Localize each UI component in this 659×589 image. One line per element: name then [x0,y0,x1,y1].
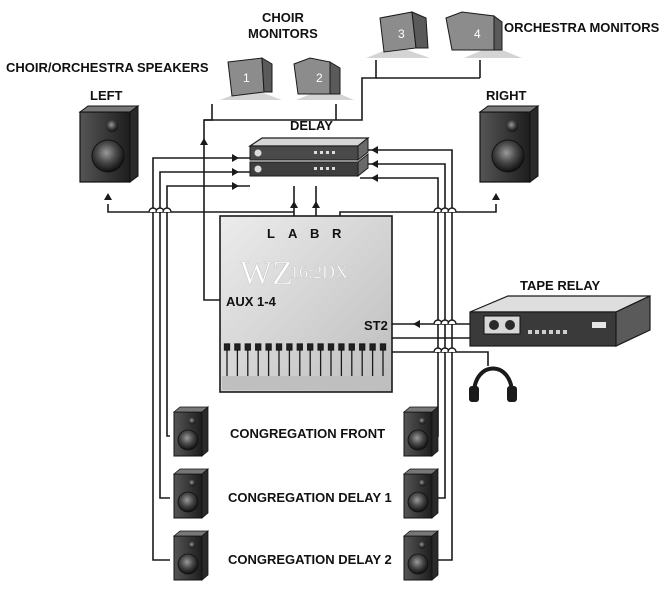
fader-knob [369,343,376,351]
mixer-logo: WZ [240,255,293,292]
fader-knob [327,343,335,351]
monitor-number-4: 4 [474,27,481,41]
channel-label-b: B [310,226,319,241]
label-congregation-delay-2: CONGREGATION DELAY 2 [228,552,392,567]
congregation-speaker-right-1 [402,406,440,457]
label-aux: AUX 1-4 [226,294,277,309]
choir-monitor-2: 2 [293,57,354,100]
fader-knob [286,343,293,351]
fader-knob [255,343,262,351]
label-right: RIGHT [486,88,527,103]
label-congregation-delay-1: CONGREGATION DELAY 1 [228,490,392,505]
label-orchestra-monitors: ORCHESTRA MONITORS [504,20,659,35]
label-monitors: MONITORS [248,26,318,41]
monitor-number-2: 2 [316,71,323,85]
congregation-speaker-left-1 [172,406,210,457]
choir-monitor-1: 1 [220,57,282,100]
label-left: LEFT [90,88,123,103]
fader-knob [275,343,283,351]
fader-knob [307,343,314,351]
channel-label-a: A [288,226,298,241]
fader-knob [338,343,345,351]
signal-arrows [104,138,500,328]
headphones-icon [469,366,517,402]
diagram-labels: CHOIR/ORCHESTRA SPEAKERS LEFT RIGHT CHOI… [6,10,659,567]
fader-knob [234,343,241,351]
label-choir: CHOIR [262,10,305,25]
label-choir-orchestra-speakers: CHOIR/ORCHESTRA SPEAKERS [6,60,209,75]
orchestra-monitor-3: 3 [366,11,430,58]
label-congregation-front: CONGREGATION FRONT [230,426,385,441]
mixer-console: WZ 16:2DX [219,215,393,393]
fader-knob [348,343,355,351]
wire-crossings [148,207,457,353]
congregation-speakers [172,406,440,581]
mixer-model: 16:2DX [290,262,348,282]
fader-knob [223,343,231,351]
congregation-speaker-right-3 [402,530,440,581]
fader-knob [244,343,251,351]
channel-label-r: R [332,226,342,241]
tape-relay-unit [469,295,651,347]
monitor-number-1: 1 [243,71,250,85]
channel-label-l: L [267,226,275,241]
wiring [107,60,497,561]
orchestra-monitor-4: 4 [445,11,522,58]
right-main-speaker [478,105,540,183]
label-tape-relay: TAPE RELAY [520,278,601,293]
congregation-speaker-left-2 [172,468,210,519]
left-main-speaker [78,105,140,183]
fader-knob [379,343,387,351]
delay-unit [248,136,370,178]
fader-knob [317,343,324,351]
fader-knob [265,343,272,351]
label-st2: ST2 [364,318,388,333]
congregation-speaker-right-2 [402,468,440,519]
mixer-channel-labels: L A B R [267,226,342,241]
fader-knob [359,343,366,351]
label-delay: DELAY [290,118,333,133]
congregation-speaker-left-3 [172,530,210,581]
fader-knob [296,343,303,351]
monitor-number-3: 3 [398,27,405,41]
